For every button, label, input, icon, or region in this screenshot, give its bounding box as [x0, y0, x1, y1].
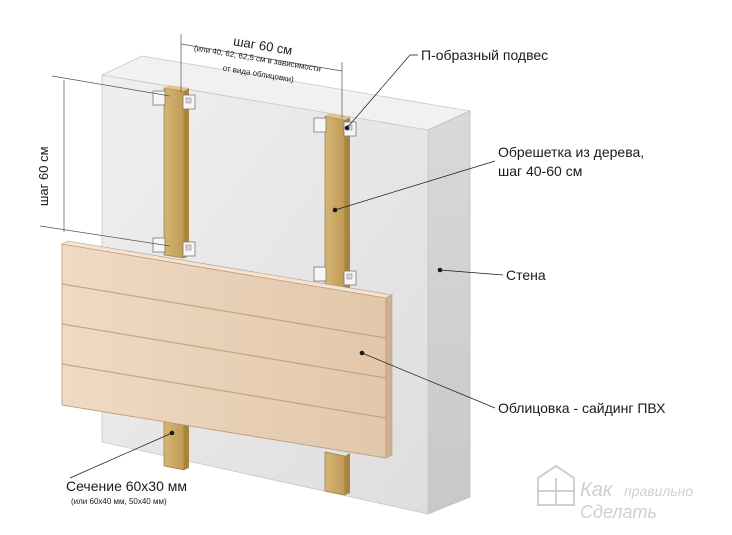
dimension-horizontal [180, 34, 343, 118]
wood-batten-left-bottom [163, 419, 189, 471]
callout-battens-line1: Обрешетка из дерева, [498, 144, 644, 160]
watermark: Как правильно Сделать [537, 464, 693, 522]
callout-cladding: Облицовка - сайдинг ПВХ [498, 400, 666, 416]
wood-batten-right [324, 113, 350, 293]
callout-section-note: (или 60x40 мм, 50x40 мм) [71, 497, 167, 506]
wood-batten-left [163, 85, 189, 259]
callout-battens-line2: шаг 40-60 см [498, 163, 582, 179]
watermark-line2: Сделать [580, 502, 657, 522]
callout-hanger: П-образный подвес [421, 47, 548, 63]
vertical-step-label: шаг 60 см [36, 146, 51, 206]
leader-battens [334, 160, 496, 211]
watermark-line1: Как [580, 479, 614, 501]
leader-lines [69, 54, 504, 479]
siding-board-line-2 [61, 323, 387, 379]
callout-wall: Стена [506, 267, 546, 283]
leader-wall [439, 269, 504, 276]
siding-board-line-1 [61, 283, 387, 339]
dot-hanger [344, 125, 350, 131]
siding-right-edge [385, 294, 393, 459]
hanger-right-top [313, 117, 357, 137]
house-icon [537, 464, 575, 506]
siding-board-line-3 [61, 363, 387, 419]
leader-hanger [346, 54, 418, 129]
dot-battens [332, 207, 338, 213]
watermark-line1b: правильно [624, 483, 693, 499]
dimension-vertical [39, 75, 171, 247]
siding-panel [61, 240, 393, 459]
leader-cladding [361, 352, 496, 409]
hanger-left-bottom [152, 237, 196, 257]
wall-side-face [427, 110, 471, 515]
hanger-right-bottom [313, 266, 357, 286]
leader-section [69, 432, 173, 479]
dot-cladding [359, 350, 365, 356]
wood-batten-right-bottom [324, 451, 350, 496]
dot-section [169, 430, 175, 436]
callout-section: Сечение 60x30 мм [66, 478, 187, 494]
dot-wall [437, 267, 443, 273]
leader-dots [169, 125, 443, 436]
